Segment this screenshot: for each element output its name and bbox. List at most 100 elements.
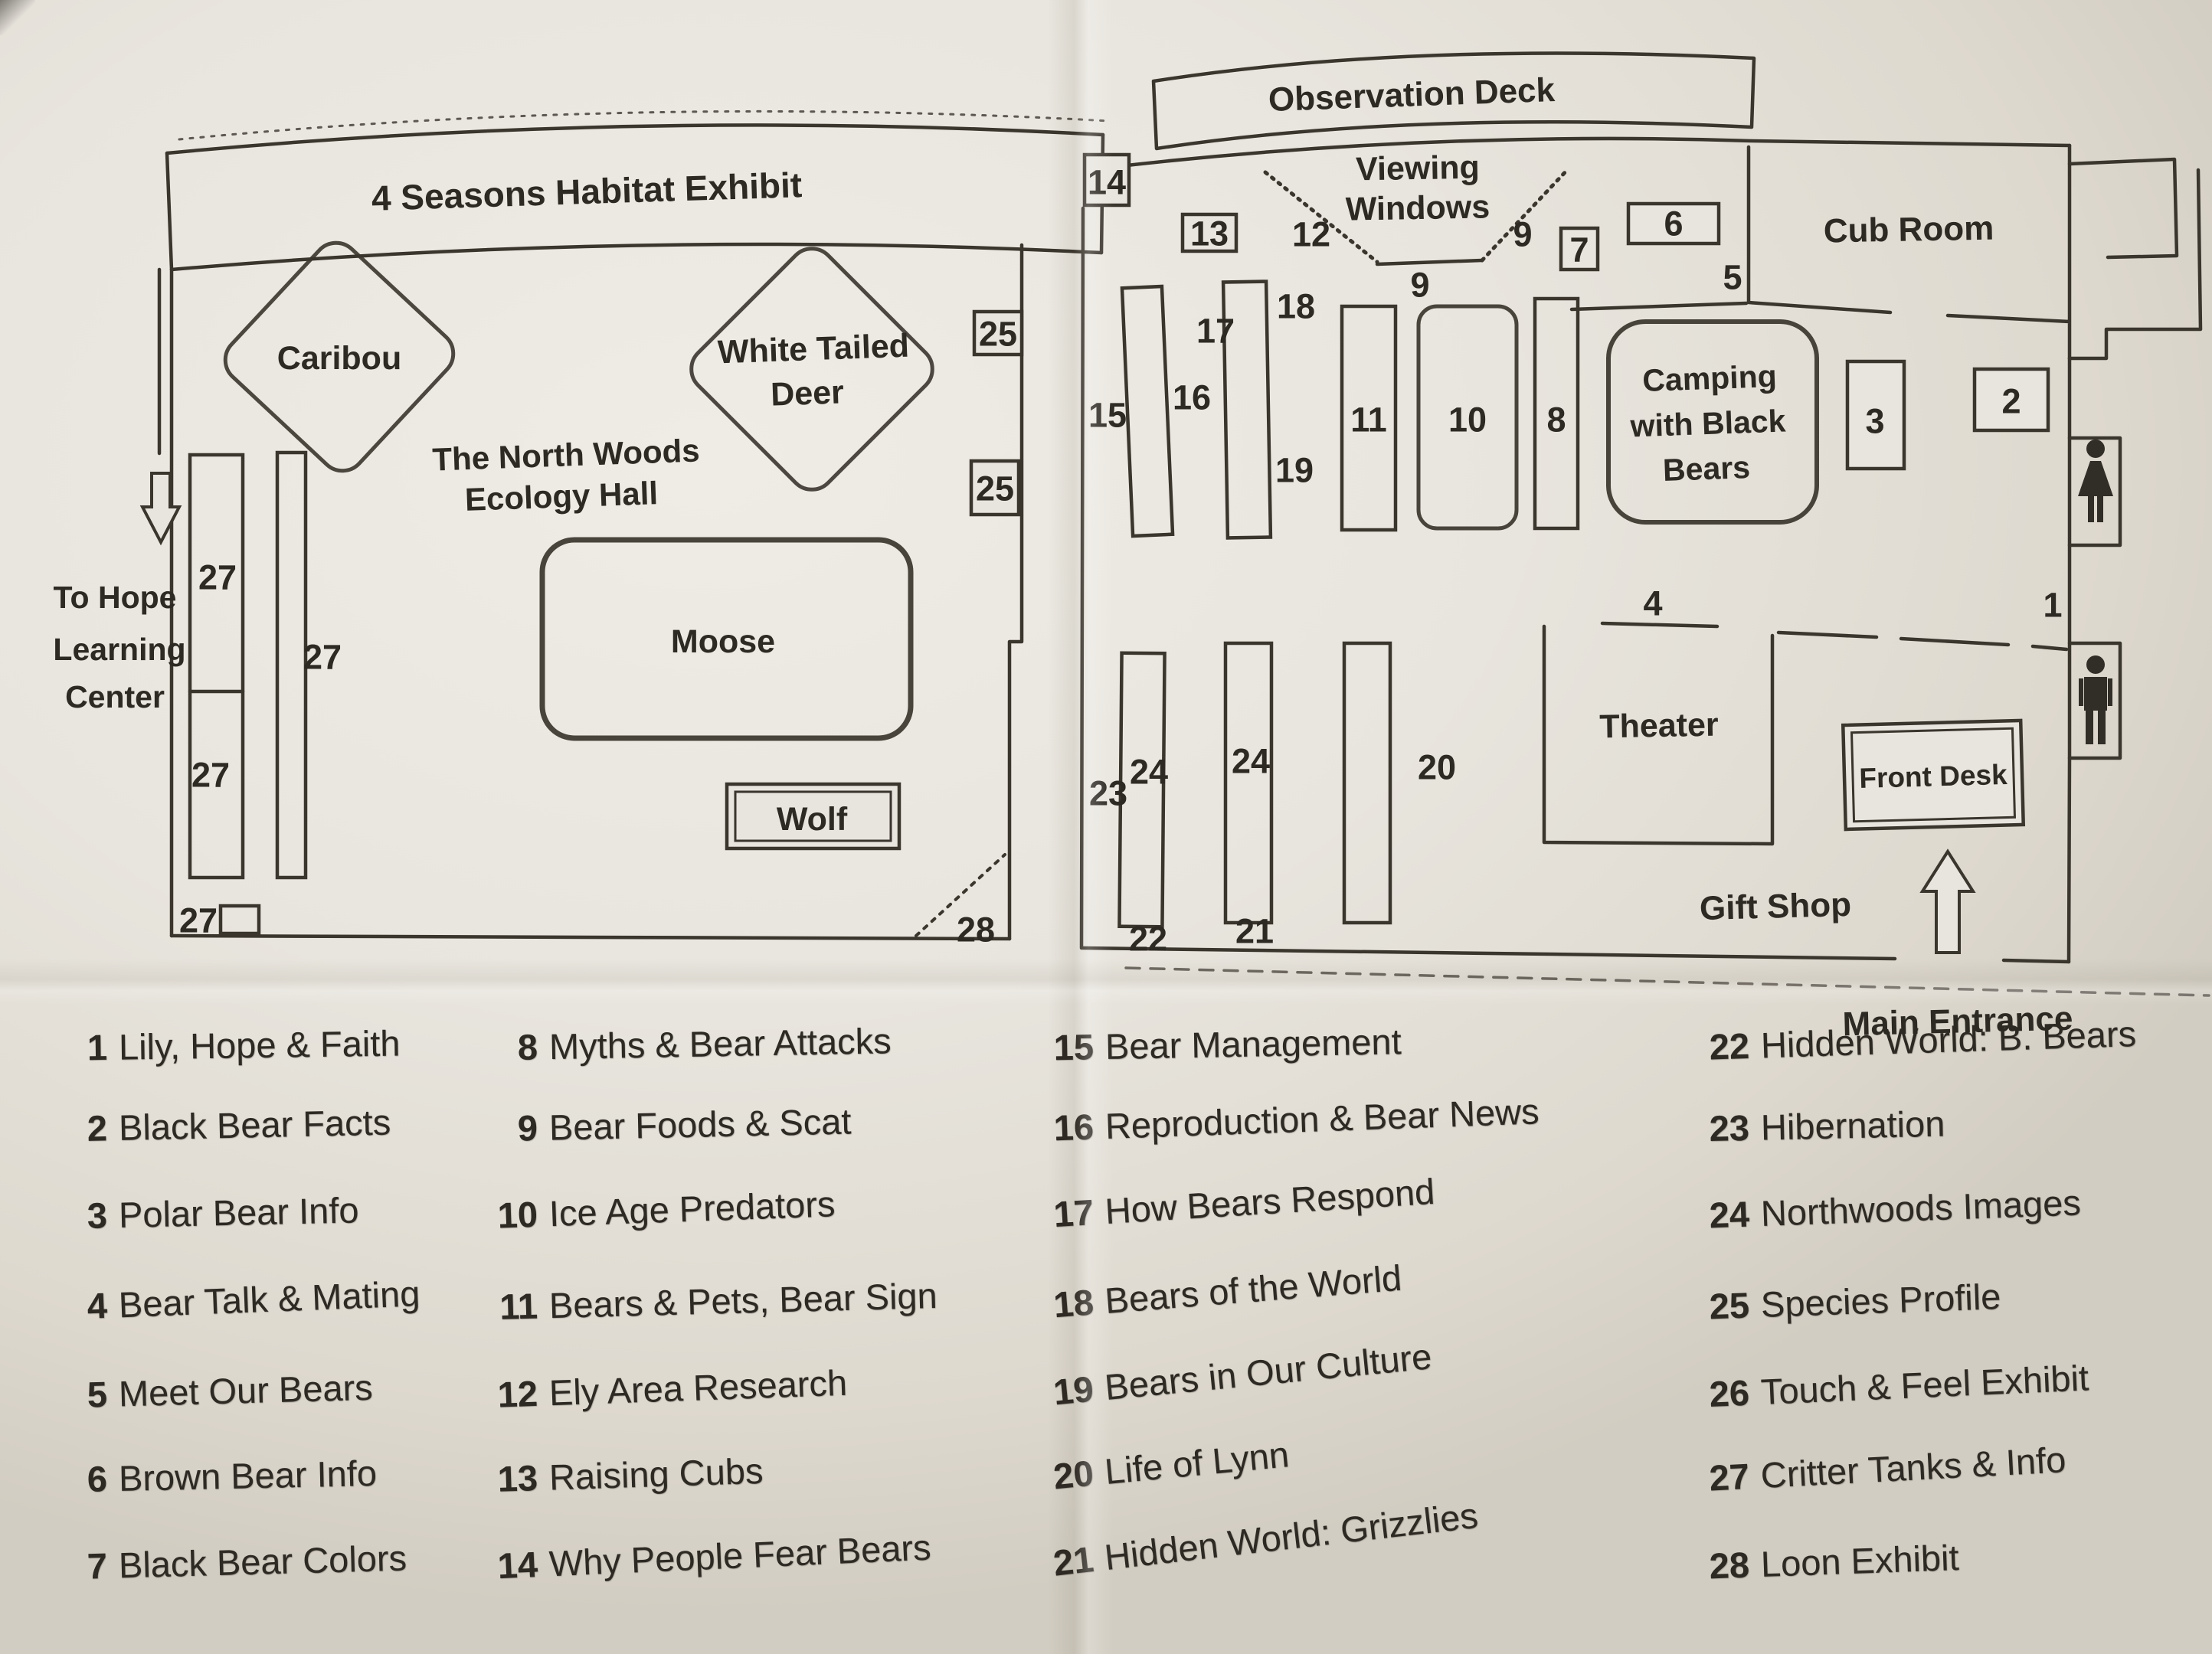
label-north-woods: The North Woods	[432, 432, 701, 477]
map-number-13: 13	[1190, 214, 1229, 253]
paper-edge-dashed	[1124, 966, 2210, 997]
map-number-23: 23	[1089, 774, 1127, 813]
map-number-1: 1	[2043, 586, 2062, 625]
exhibit-bar-11	[1340, 304, 1398, 532]
number-box-25	[969, 459, 1021, 517]
caribou-pen	[223, 240, 456, 473]
map-number-25: 25	[976, 469, 1014, 508]
wall-banner-dotted-edge	[178, 110, 1111, 141]
map-number-6: 6	[1664, 204, 1683, 244]
map-number-15: 15	[1088, 396, 1127, 435]
map-number-16: 16	[1173, 378, 1211, 417]
number-box-14	[1082, 152, 1131, 208]
map-number-24: 24	[1130, 753, 1168, 792]
map-number-19: 19	[1275, 451, 1314, 490]
exhibit-bar-20	[1342, 641, 1392, 925]
map-number-4: 4	[1643, 584, 1662, 623]
label-caribou: Caribou	[277, 340, 401, 377]
map-number-21: 21	[1235, 912, 1274, 951]
label-main-entrance: Main Entrance	[1842, 1000, 2073, 1044]
map-number-27: 27	[198, 558, 237, 597]
map-room-labels: 4 Seasons Habitat Exhibit Observation Dec…	[53, 71, 2073, 1043]
moose-pen	[539, 537, 914, 741]
label-deer: Deer	[770, 374, 844, 413]
label-gift-shop: Gift Shop	[1699, 886, 1851, 927]
to-hope-arrow-icon	[139, 472, 182, 546]
map-number-27: 27	[191, 756, 230, 795]
map-number-24: 24	[1232, 742, 1270, 781]
exhibit-bar-17	[1221, 279, 1273, 540]
map-number-3: 3	[1865, 402, 1884, 441]
number-box-6	[1626, 201, 1721, 246]
critter-tank-box	[218, 904, 261, 936]
wall-left	[157, 267, 174, 938]
ramp-28-dashed	[915, 853, 1006, 937]
map-number-27: 27	[303, 638, 342, 677]
exhibit-bar-24b	[1223, 641, 1274, 925]
label-center: Center	[65, 679, 165, 714]
number-box-3	[1845, 359, 1906, 471]
wall-theater	[1542, 621, 1775, 846]
viewing-window-bottom	[1375, 258, 1484, 266]
map-number-22: 22	[1129, 920, 1167, 959]
restroom-men-box	[2067, 641, 2122, 760]
label-white-tailed: White Tailed	[717, 328, 910, 371]
wall-left-hall-right	[1007, 243, 1024, 941]
viewing-window-right	[1480, 166, 1571, 263]
wall-corridor-23	[1079, 206, 1085, 950]
map-number-17: 17	[1196, 312, 1235, 351]
label-learning: Learning	[53, 632, 185, 667]
label-camping: Camping	[1642, 358, 1778, 398]
map-number-28: 28	[957, 910, 995, 950]
label-4-seasons-habitat-exhibit: 4 Seasons Habitat Exhibit	[371, 165, 803, 218]
label-theater: Theater	[1599, 707, 1719, 746]
map-number-8: 8	[1546, 400, 1566, 440]
label-front-desk: Front Desk	[1859, 759, 2008, 794]
label-with-black: with Black	[1629, 403, 1786, 443]
wall-banner-top	[165, 123, 1105, 155]
front-desk	[1841, 718, 2026, 832]
map-number-9: 9	[1410, 266, 1429, 305]
exhibit-bar-10	[1416, 304, 1519, 531]
map-number-9: 9	[1513, 215, 1532, 254]
number-box-25	[972, 309, 1024, 357]
map-number-2: 2	[2001, 382, 2021, 421]
map-number-7: 7	[1569, 230, 1589, 270]
exhibit-bar-27-thin	[275, 450, 308, 880]
wall-bottom-right-hall	[1081, 946, 2071, 964]
map-number-25: 25	[979, 315, 1017, 354]
number-box-2	[1972, 367, 2050, 433]
exhibit-bar-24a	[1117, 651, 1167, 929]
map-number-12: 12	[1292, 215, 1330, 254]
label-cub-room: Cub Room	[1823, 210, 1994, 250]
wall-cub-room	[1746, 143, 2072, 361]
map-number-11: 11	[1350, 400, 1387, 440]
wall-theater-dashed	[1776, 630, 2069, 652]
wall-bottom-left-hall	[169, 933, 1012, 941]
label-to-hope: To Hope	[54, 580, 177, 615]
wolf-pen	[734, 790, 892, 842]
label-moose: Moose	[671, 623, 775, 660]
map-number-5: 5	[1723, 258, 1742, 297]
wolf-pen	[725, 782, 901, 851]
label-observation-deck: Observation Deck	[1268, 71, 1556, 119]
map-number-20: 20	[1418, 748, 1456, 787]
label-wolf: Wolf	[777, 801, 848, 838]
label-windows: Windows	[1345, 188, 1490, 227]
wall-observation-deck	[1151, 51, 1756, 151]
map-number-10: 10	[1448, 400, 1487, 440]
white-tailed-deer-pen	[689, 247, 934, 492]
wall-below-6-7	[1569, 301, 1749, 312]
label-viewing: Viewing	[1356, 149, 1481, 188]
exhibit-bar-27-tall	[188, 453, 245, 880]
map-rooms	[188, 240, 2026, 936]
camping-with-black-bears-room	[1606, 319, 1819, 525]
female-restroom-icon	[2078, 440, 2113, 522]
map-number-27: 27	[179, 901, 218, 940]
map-number-14: 14	[1088, 163, 1126, 202]
wall-right-nook	[2067, 157, 2179, 260]
viewing-window-left	[1263, 170, 1379, 264]
